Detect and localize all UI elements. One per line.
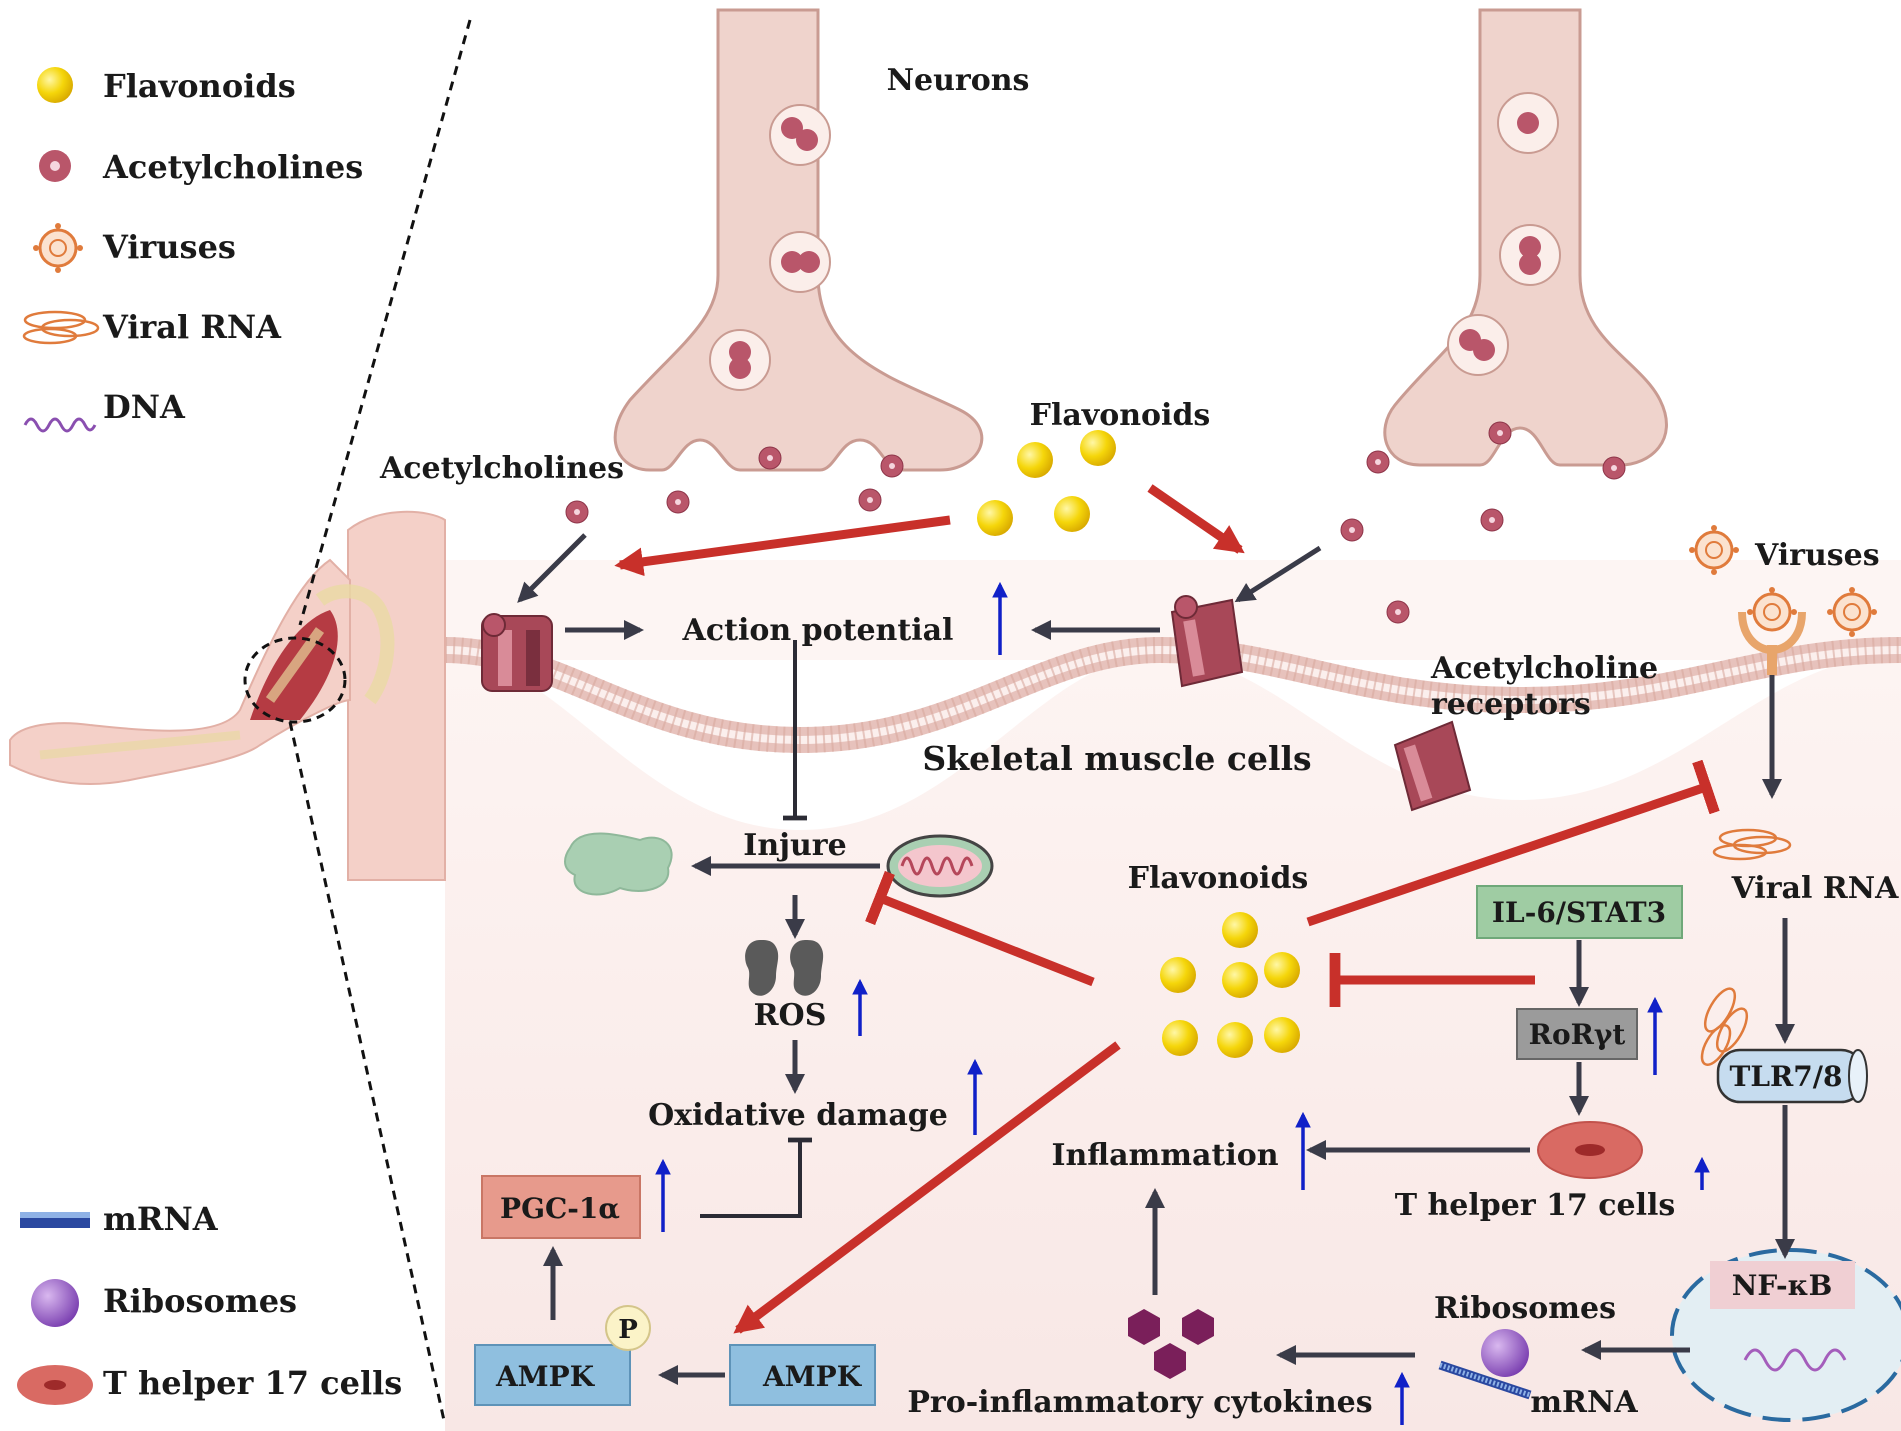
legend-item-dna: DNA	[23, 388, 186, 433]
rorgt-box: RoRγt	[1516, 1008, 1638, 1060]
label-ros: ROS	[754, 998, 827, 1033]
svg-text:IL-6/STAT3: IL-6/STAT3	[1492, 896, 1666, 929]
svg-text:PGC-1α: PGC-1α	[500, 1192, 620, 1225]
receptor-middle	[1170, 595, 1244, 688]
viral-rna-strands	[1700, 828, 1792, 1066]
legend-item-viruses: Viruses	[33, 223, 236, 273]
nfkb-box: NF-κB	[1710, 1261, 1855, 1309]
acetylcholine-highlights	[574, 430, 1617, 615]
virus-icon	[33, 223, 83, 273]
label-viral-rna: Viral RNA	[1731, 871, 1900, 906]
flavonoid-icon	[37, 67, 73, 103]
legend-item-flavonoids: Flavonoids	[37, 67, 296, 105]
pgc1a-box: PGC-1α	[481, 1175, 641, 1239]
svg-text:AMPK: AMPK	[495, 1360, 596, 1393]
cell-membrane	[444, 636, 1901, 754]
svg-text:NF-κB: NF-κB	[1732, 1269, 1833, 1302]
svg-text:P: P	[618, 1315, 638, 1345]
blue-up-arrows	[655, 581, 1710, 1425]
red-arrows	[614, 484, 1245, 1334]
label-oxidative-damage: Oxidative damage	[648, 1098, 948, 1133]
label-acetylcholine-receptors-line1: Acetylcholine	[1430, 651, 1658, 686]
label-flavonoids-top: Flavonoids	[1030, 398, 1211, 433]
legend-item-th17: T helper 17 cells	[17, 1364, 402, 1405]
separator-line-top	[298, 19, 472, 626]
label-ribosomes: Ribosomes	[1434, 1291, 1616, 1326]
svg-text:TLR7/8: TLR7/8	[1730, 1060, 1843, 1093]
svg-text:Flavonoids: Flavonoids	[103, 67, 296, 105]
legend-item-mrna: mRNA	[20, 1200, 219, 1238]
svg-text:AMPK: AMPK	[762, 1360, 863, 1393]
label-flavonoids-center: Flavonoids	[1128, 861, 1309, 896]
red-inhibitions	[865, 759, 1720, 1007]
neuron-left	[613, 8, 984, 472]
label-neurons: Neurons	[887, 63, 1030, 98]
svg-text:RoRγt: RoRγt	[1529, 1018, 1626, 1051]
label-injure: Injure	[743, 828, 846, 863]
separator-line-bottom	[288, 721, 447, 1426]
label-pro-inflammatory-cytokines: Pro-inflammatory cytokines	[907, 1385, 1372, 1420]
receptor-lower	[1393, 720, 1472, 812]
flavonoid-cluster-center	[1160, 912, 1300, 1058]
svg-text:DNA: DNA	[103, 388, 186, 426]
label-inflammation: Inflammation	[1051, 1138, 1278, 1173]
legend-item-acetylcholines: Acetylcholines	[39, 148, 363, 186]
virus-receptor	[1738, 611, 1806, 675]
mitochondrion	[886, 834, 994, 898]
ampk-phospho-box: AMPK P	[474, 1305, 651, 1406]
label-acetylcholines: Acetylcholines	[379, 451, 624, 486]
il6-stat3-box: IL-6/STAT3	[1476, 885, 1683, 939]
damaged-mitochondrion	[564, 832, 673, 896]
svg-text:Ribosomes: Ribosomes	[103, 1282, 297, 1320]
svg-text:T helper 17 cells: T helper 17 cells	[103, 1364, 402, 1402]
label-t-helper-17-cells: T helper 17 cells	[1395, 1188, 1676, 1223]
label-acetylcholine-receptors-line2: receptors	[1431, 687, 1591, 722]
label-action-potential: Action potential	[682, 613, 954, 648]
cytokine-hexagons	[1128, 1309, 1214, 1379]
dna-icon	[23, 417, 97, 433]
ampk-box: AMPK	[729, 1344, 876, 1406]
diagram-labels: Neurons Flavonoids Acetylcholines Viruse…	[379, 63, 1899, 1420]
label-skeletal-muscle-cells: Skeletal muscle cells	[922, 739, 1311, 778]
ros-molecules	[745, 940, 824, 996]
svg-text:Viral RNA: Viral RNA	[102, 308, 282, 346]
svg-text:mRNA: mRNA	[103, 1200, 219, 1238]
receptor-left	[481, 613, 553, 692]
th17-cell	[1537, 1121, 1643, 1179]
label-mrna: mRNA	[1530, 1385, 1638, 1420]
arm-illustration	[9, 510, 446, 881]
virus-particles	[1689, 525, 1877, 637]
svg-text:Acetylcholines: Acetylcholines	[102, 148, 363, 186]
ribosome-icon	[31, 1279, 79, 1327]
ribosome-on-mrna	[1438, 1329, 1532, 1400]
th17-cell-icon	[17, 1365, 93, 1405]
acetylcholine-molecules	[565, 421, 1626, 624]
dark-inhibitions	[700, 640, 813, 1218]
dark-arrows	[517, 533, 1795, 1385]
neuron-right	[1383, 8, 1668, 467]
mrna-icon	[20, 1212, 90, 1228]
tlr78-box: TLR7/8	[1716, 1048, 1868, 1104]
legend-item-viral-rna: Viral RNA	[22, 308, 282, 346]
label-viruses: Viruses	[1754, 538, 1880, 573]
svg-text:Viruses: Viruses	[102, 228, 236, 266]
viral-rna-icon	[22, 310, 100, 345]
legend-item-ribosomes: Ribosomes	[31, 1279, 297, 1327]
legend: Flavonoids Acetylcholines Viruses Viral …	[17, 67, 402, 1405]
flavonoid-cluster-top	[977, 430, 1116, 536]
